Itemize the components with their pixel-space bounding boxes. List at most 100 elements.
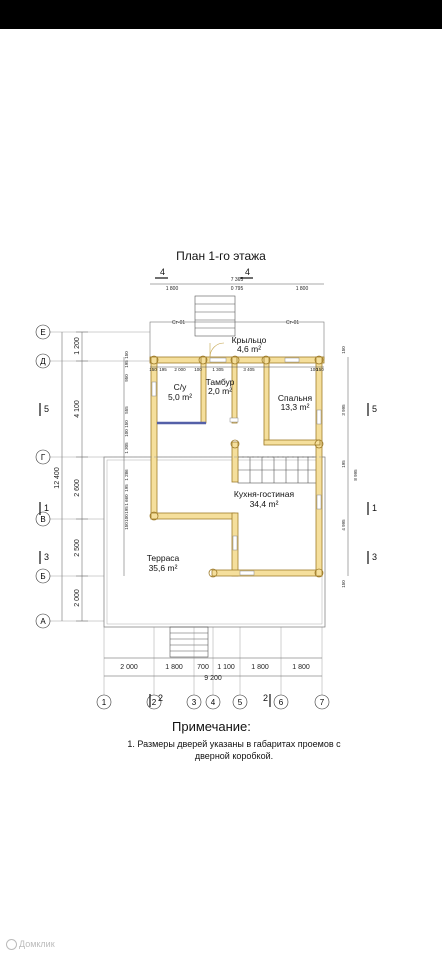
room-area: 35,6 m² (149, 563, 178, 573)
dim-label: 150 (316, 367, 324, 372)
room-area: 4,6 m² (237, 344, 261, 354)
section-mark: 5 (372, 404, 377, 414)
room-area: 5,0 m² (168, 392, 192, 402)
section-mark: 4 (160, 267, 165, 277)
dim-label: 700 (197, 664, 209, 671)
dim-label: 195 (124, 360, 129, 368)
dim-label: 7 365 (231, 277, 244, 283)
dim-label: 195 (341, 460, 346, 468)
plan-title: План 1-го этажа (176, 249, 266, 263)
axis-number: 2 (152, 698, 157, 707)
openings (151, 357, 322, 576)
section-mark: 2 (158, 693, 163, 703)
dim-label: 195 (124, 506, 129, 514)
left-dimensions: 1 200 4 100 12 400 2 600 2 500 2 000 (54, 337, 81, 607)
axis-number: 3 (192, 698, 197, 707)
room-area: 34,4 m² (250, 499, 279, 509)
axis-letter: А (40, 617, 46, 626)
axis-number-markers: 1 2 3 4 5 6 7 (96, 694, 330, 710)
watermark-text: Домклик (19, 939, 55, 949)
bottom-dimensions: 2 000 1 800 700 1 100 1 800 1 800 9 200 (120, 664, 310, 682)
left-small-dimensions: 150 195 950 555 150 100 1 305 1 286 195 … (124, 351, 129, 530)
watermark-logo-icon (6, 939, 17, 951)
interior-staircase (237, 456, 319, 484)
terrace-outline (103, 456, 326, 628)
row2-dimensions: 150 195 2 000 100 1 305 3 405 100 150 (149, 367, 324, 372)
tag-label: Ст-01 (172, 320, 185, 326)
axis-bubble (35, 449, 51, 465)
axis-bubble (35, 353, 51, 369)
status-bar (0, 0, 442, 29)
section-mark: 3 (372, 552, 377, 562)
axis-number: 5 (238, 698, 243, 707)
axis-number: 4 (211, 698, 216, 707)
axis-letter: Е (40, 328, 45, 337)
dim-label: 555 (124, 406, 129, 414)
dim-label: 1 200 (74, 337, 81, 355)
dim-total-label: 9 200 (204, 675, 222, 682)
dim-label: 8 995 (353, 469, 358, 481)
right-dimensions: 3 995 8 995 4 995 150 195 150 (341, 346, 358, 588)
top-dimensions: 7 365 1 800 0 795 1 800 (166, 277, 309, 292)
room-labels: Крыльцо 4,6 m² С/у 5,0 m² Тамбур 2,0 m² … (147, 335, 313, 573)
axis-bubble (273, 694, 289, 710)
section-mark: 1 (44, 503, 49, 513)
dim-label: 150 (124, 522, 129, 530)
door-swing (209, 342, 225, 358)
dim-label: 2 600 (74, 479, 81, 497)
dim-label: 2 000 (120, 664, 138, 671)
room-name: С/у (174, 382, 188, 392)
dim-label: 2 000 (74, 589, 81, 607)
terrace-stairs (169, 626, 209, 658)
dim-label: 1 305 (212, 367, 224, 372)
room-name: Кухня-гостиная (234, 489, 295, 499)
room-area: 2,0 m² (208, 386, 232, 396)
dim-label: 950 (124, 374, 129, 382)
dim-label: 3 995 (341, 404, 346, 416)
dim-label: 1 800 (296, 286, 309, 292)
axis-bubble (232, 694, 248, 710)
dim-label: 150 (341, 346, 346, 354)
section-mark: 1 (372, 503, 377, 513)
axis-guides (50, 331, 323, 702)
section-mark: 3 (44, 552, 49, 562)
axis-letter: Г (41, 453, 46, 462)
dim-label: 100 (124, 429, 129, 437)
section-mark: 5 (44, 404, 49, 414)
room-name: Терраса (147, 553, 180, 563)
dim-label: 100 (194, 367, 202, 372)
room-name: Крыльцо (232, 335, 267, 345)
dim-label: 1 800 (165, 664, 183, 671)
room-area: 13,3 m² (281, 402, 310, 412)
section-marks: 4 4 5 5 1 1 3 3 2 2 (44, 267, 377, 703)
dim-label: 0 795 (231, 286, 244, 292)
axis-bubble (35, 613, 51, 629)
note-title: Примечание: (172, 719, 251, 734)
axis-letter: Д (40, 357, 46, 366)
dim-label: 1 100 (217, 664, 235, 671)
dimension-lines (61, 283, 349, 677)
dim-label: 12 400 (54, 467, 61, 489)
dim-label: 100 (310, 367, 318, 372)
axis-number: 7 (320, 698, 325, 707)
dim-label: 1 305 (124, 442, 129, 454)
axis-number: 1 (102, 698, 107, 707)
axis-bubble (205, 694, 221, 710)
dim-label: 195 (159, 367, 167, 372)
dim-label: 195 (124, 484, 129, 492)
axis-bubble (35, 324, 51, 340)
axis-letter: Б (40, 572, 45, 581)
dim-label: 4 995 (341, 519, 346, 531)
dim-label: 150 (124, 420, 129, 428)
dim-label: 1 286 (124, 469, 129, 481)
axis-bubble (314, 694, 330, 710)
dim-label: 1 660 (124, 494, 129, 506)
dim-label: 150 (149, 367, 157, 372)
room-name: Тамбур (206, 377, 235, 387)
dim-label: 100 (124, 514, 129, 522)
dim-label: 2 000 (174, 367, 186, 372)
axis-number: 6 (279, 698, 284, 707)
section-arrows (39, 277, 369, 707)
dim-label: 3 405 (243, 367, 255, 372)
